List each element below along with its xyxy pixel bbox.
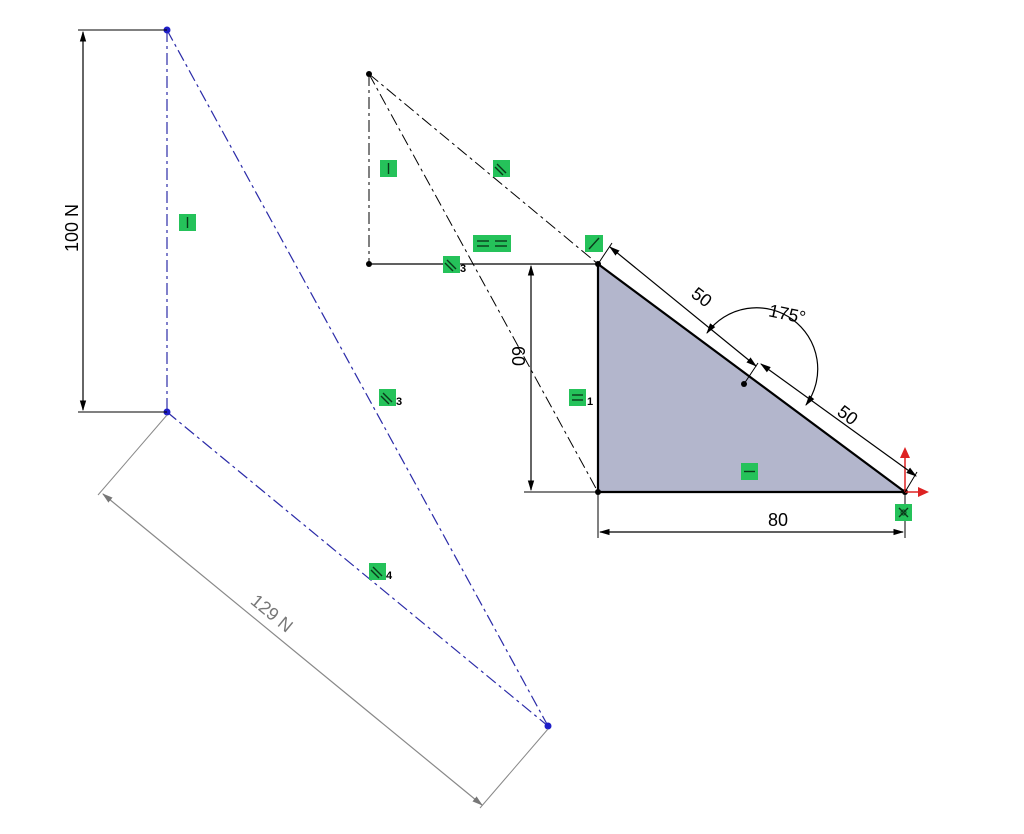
construction-to-corner[interactable] [368, 73, 599, 493]
dimension-100n-label: 100 N [62, 204, 82, 252]
relation-vertical-construction[interactable] [380, 160, 397, 177]
force-polygon [163, 26, 552, 730]
force-point-bottom[interactable] [544, 722, 552, 730]
force-inclined-line[interactable] [166, 411, 549, 727]
relation-parallel-4[interactable]: 4 [369, 563, 393, 582]
force-diagonal-line[interactable] [166, 29, 549, 727]
construction-point-left[interactable] [366, 261, 372, 267]
relation-equal-1-index: 1 [587, 396, 593, 408]
dimension-50-upper-label: 50 [688, 283, 716, 311]
dimension-50-lower-label: 50 [834, 401, 862, 429]
dimension-80-label: 80 [768, 510, 788, 530]
dimension-129n[interactable]: 129 N [97, 414, 549, 809]
construction-to-top[interactable] [368, 73, 599, 265]
relation-parallel-3a-index: 3 [460, 263, 466, 275]
dimension-60-label: 60 [508, 346, 528, 366]
relation-equal-1[interactable]: 1 [569, 389, 593, 408]
relation-parallel-3a[interactable]: 3 [443, 256, 466, 275]
construction-point-top[interactable] [366, 71, 372, 77]
relation-equal[interactable] [473, 235, 511, 252]
relation-collinear[interactable] [585, 235, 603, 252]
construction-lines [366, 71, 599, 493]
dimension-129n-label: 129 N [247, 590, 297, 636]
dimension-angle-label: 175° [767, 300, 808, 327]
dimension-60[interactable]: 60 [508, 263, 598, 493]
relation-vertical-force[interactable] [179, 214, 196, 231]
dimension-80[interactable]: 80 [597, 494, 906, 538]
relation-parallel-construction[interactable] [493, 160, 510, 177]
dimension-100n[interactable]: 100 N [62, 29, 167, 413]
relation-parallel-3b-index: 3 [396, 396, 402, 408]
relation-parallel-4-index: 4 [386, 570, 393, 582]
relation-horizontal[interactable] [741, 463, 758, 480]
origin-icon [900, 447, 929, 497]
relation-parallel-3b[interactable]: 3 [379, 389, 402, 408]
triangle-body[interactable] [595, 261, 908, 495]
relation-fixed[interactable] [895, 504, 912, 521]
